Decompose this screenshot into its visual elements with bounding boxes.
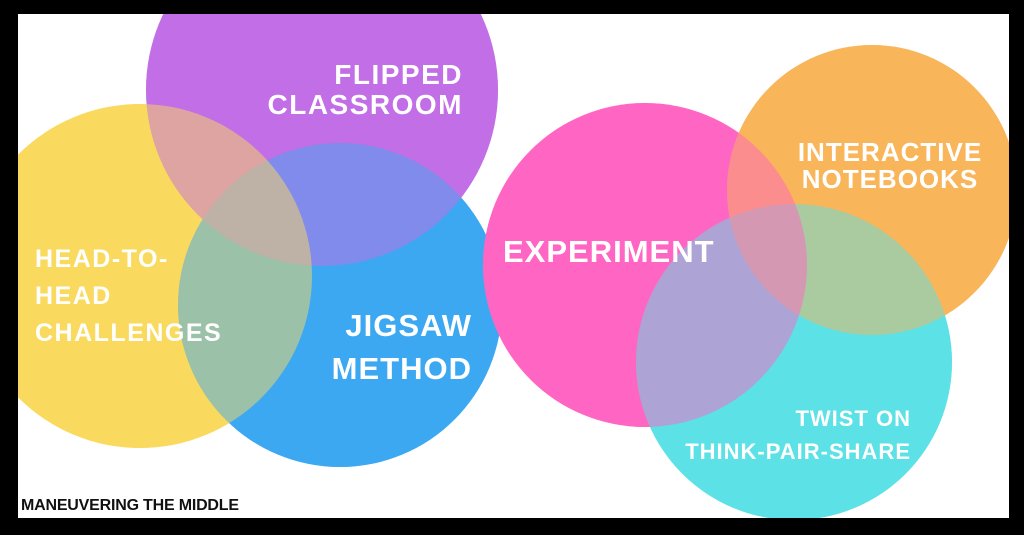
frame-top	[0, 0, 1024, 14]
experiment-label: EXPERIMENT	[503, 234, 715, 269]
right-cluster-blend	[483, 45, 1017, 520]
interactive-notebooks-label: INTERACTIVE NOTEBOOKS	[797, 137, 983, 194]
frame-bottom	[0, 518, 1024, 535]
frame-right	[1009, 0, 1024, 535]
flipped-classroom-label: FLIPPED CLASSROOM	[267, 59, 463, 120]
frame-left	[0, 0, 18, 535]
experiment-circle-blend	[483, 103, 807, 427]
head-to-head-circle-blend	[0, 104, 312, 448]
head-to-head-label: HEAD-TO- HEAD CHALLENGES	[35, 245, 223, 347]
jigsaw-method-label: JIGSAW METHOD	[331, 308, 472, 386]
brand-watermark: MANEUVERING THE MIDDLE	[21, 497, 239, 514]
twist-think-pair-share-label: TWIST ON THINK-PAIR-SHARE	[685, 406, 911, 464]
left-cluster-blend	[0, 0, 502, 467]
